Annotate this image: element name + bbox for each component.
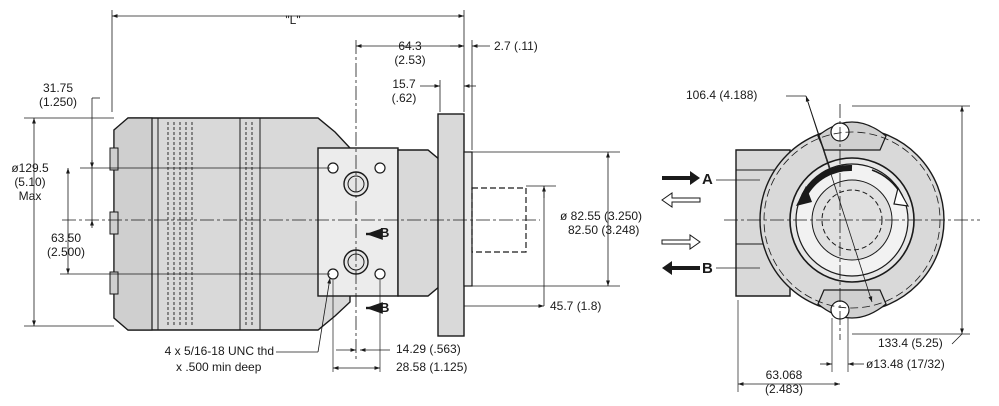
mounting-flange xyxy=(437,113,465,337)
thread-hole-2 xyxy=(374,162,386,174)
body-stripes xyxy=(167,122,253,326)
dim-45-7: 45.7 (1.8) xyxy=(550,299,602,313)
dim-31-75-mm: 31.75 xyxy=(42,81,74,95)
dim-31-75-in: (1.250) xyxy=(38,95,78,109)
flange-ear-bottom xyxy=(817,289,887,319)
port-a-label: A xyxy=(702,171,713,188)
end-cap-nub-mid xyxy=(109,211,119,235)
dim-63-068-mm: 63.068 xyxy=(765,368,803,382)
flange-ear-top xyxy=(817,121,887,151)
dim-129-5-mm: ø129.5 xyxy=(11,161,49,175)
dim-l-label: "L" xyxy=(285,13,301,27)
dim-64-3-in: (2.53) xyxy=(394,53,426,67)
dim-63-50-in: (2.500) xyxy=(46,245,86,259)
end-view xyxy=(661,95,980,392)
dim-15-7-in: (.62) xyxy=(391,91,417,105)
thread-note-line1: 4 x 5/16-18 UNC thd xyxy=(164,344,274,358)
end-cap-nub-top xyxy=(109,147,119,171)
flow-arrow-a-hollow xyxy=(661,192,701,208)
dim-129-5-note: Max xyxy=(18,189,42,203)
dim-13-48: ø13.48 (17/32) xyxy=(866,357,945,371)
dim-pilot-line1: ø 82.55 (3.250) xyxy=(560,209,643,223)
dim-64-3-mm: 64.3 xyxy=(398,39,422,53)
dim-63-50-mm: 63.50 xyxy=(50,231,82,245)
thread-note-line2: x .500 min deep xyxy=(176,360,262,374)
end-cap-nub-bot xyxy=(109,271,119,295)
dim-15-7-mm: 15.7 xyxy=(392,77,416,91)
dim-129-5-in: (5.10) xyxy=(14,175,46,189)
dim-63-068-in: (2.483) xyxy=(764,382,804,396)
dim-2-7: 2.7 (.11) xyxy=(494,39,538,53)
dim-14-29: 14.29 (.563) xyxy=(396,342,461,356)
port-b-label: B xyxy=(702,260,713,277)
port-b-lower-label: B xyxy=(380,300,390,315)
port-b-upper-label: B xyxy=(380,225,390,240)
bearing-housing xyxy=(397,149,441,297)
flow-arrow-b-hollow xyxy=(661,234,701,250)
dim-106-4: 106.4 (4.188) xyxy=(686,88,758,102)
dim-pilot-line2: 82.50 (3.248) xyxy=(568,223,640,237)
side-view xyxy=(24,10,620,372)
flow-arrow-a-solid xyxy=(662,171,700,185)
dim-28-58: 28.58 (1.125) xyxy=(396,360,468,374)
flow-arrow-b-solid xyxy=(662,261,700,275)
pilot xyxy=(463,151,473,287)
thread-hole-4 xyxy=(374,268,386,280)
end-cap xyxy=(113,117,153,331)
dim-133-4: 133.4 (5.25) xyxy=(878,336,943,350)
